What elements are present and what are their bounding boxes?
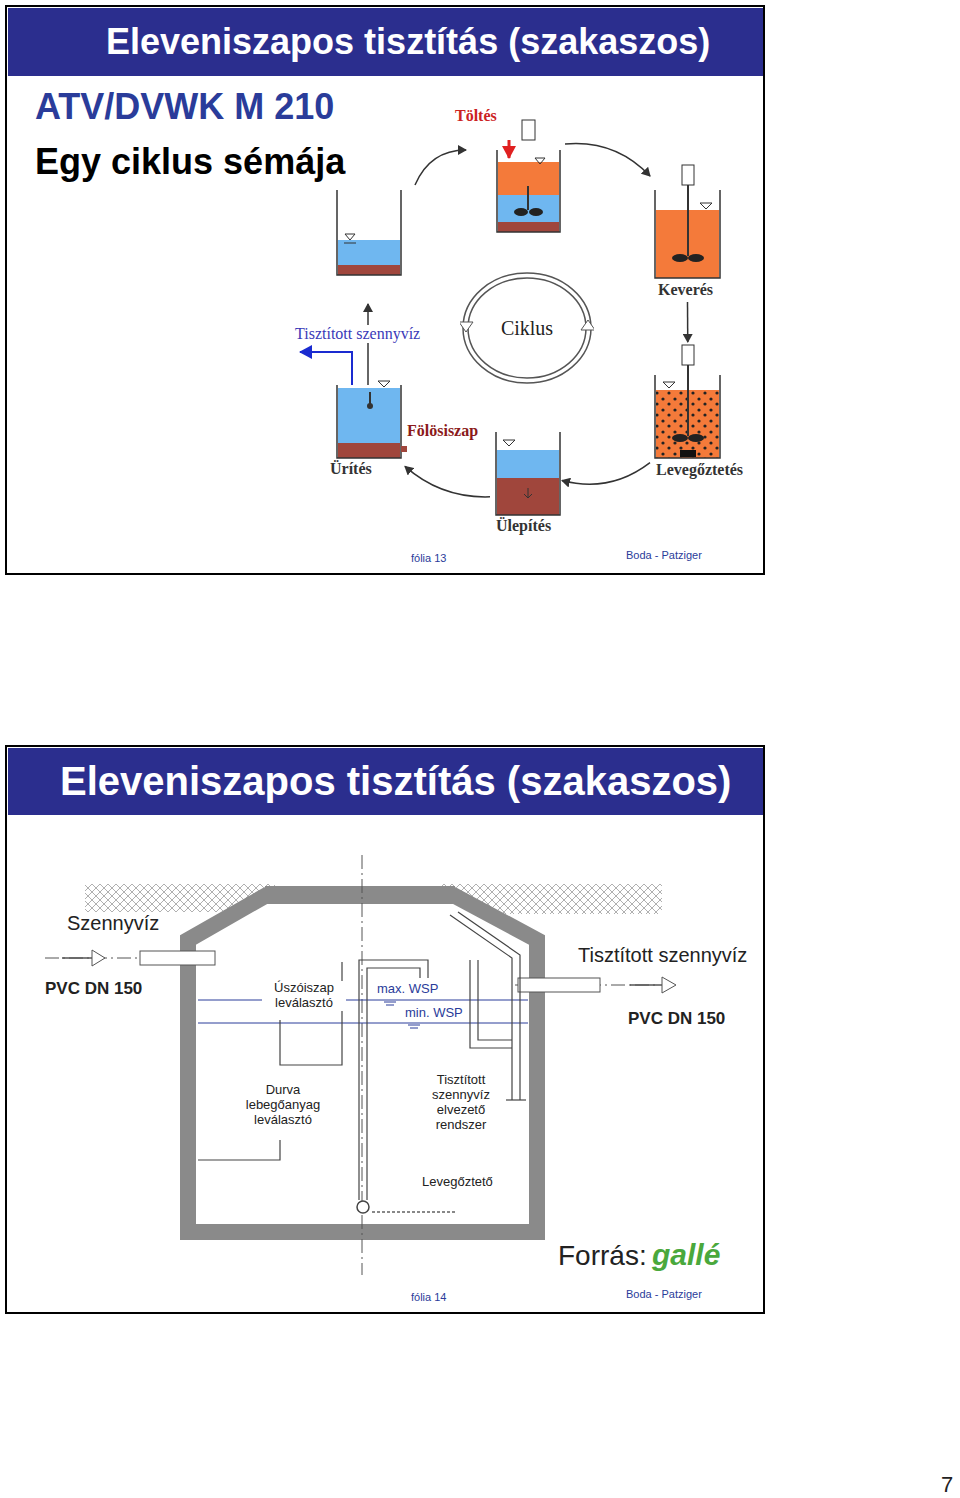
stage-label: Ülepítés [496, 517, 551, 535]
text-label: gallé [652, 1238, 720, 1273]
title-bar: Eleveniszapos tisztítás (szakaszos) [8, 8, 763, 76]
slide-title: Eleveniszapos tisztítás (szakaszos) [60, 759, 731, 803]
text-label: Tisztított szennyvíz [578, 944, 747, 967]
text-label: Egy ciklus sémája [35, 141, 345, 182]
stage-label: Keverés [658, 281, 713, 299]
text-label: Forrás: [558, 1240, 647, 1272]
cycle-label: Ciklus [501, 317, 553, 340]
stage-node: Ürítés [326, 378, 405, 482]
text-label: fólia 13 [411, 552, 446, 565]
text-label: Durva lebegőanyag leválasztó [238, 1083, 328, 1128]
text-label: ATV/DVWK M 210 [35, 86, 334, 127]
stage-label: Ürítés [330, 460, 372, 478]
stage-label: Töltés [455, 107, 497, 125]
cycle-circle: Ciklus [460, 270, 594, 386]
title-bar: Eleveniszapos tisztítás (szakaszos) [8, 748, 763, 815]
cycle-arrow [687, 302, 689, 342]
text-label: 7 [941, 1472, 953, 1497]
text-label: Tisztított szennyvíz [293, 325, 422, 343]
stage-node: Töltés [450, 105, 565, 235]
text-label: Levegőztető [422, 1175, 493, 1190]
text-label: Szennyvíz [67, 912, 159, 935]
text-label: Úszóiszap leválasztó [262, 981, 346, 1011]
text-label: Boda - Patziger [626, 549, 702, 562]
cycle-arrow [405, 466, 490, 496]
text-label: max. WSP [375, 982, 440, 997]
text-label: fólia 14 [411, 1291, 446, 1304]
text-label: PVC DN 150 [45, 979, 142, 999]
cycle-arrow [565, 143, 650, 176]
stage-node: Ülepítés [490, 432, 562, 540]
slide-title: Eleveniszapos tisztítás (szakaszos) [106, 21, 710, 62]
text-label: min. WSP [403, 1006, 465, 1021]
stage-label: Levegőztetés [656, 461, 743, 479]
stage-node: Keverés [650, 162, 725, 302]
text-label: Tisztított szennyvíz elvezető rendszer [425, 1073, 497, 1133]
stage-node: Levegőztetés [650, 342, 752, 484]
text-label: Boda - Patziger [626, 1288, 702, 1301]
text-label: Fölösiszap [407, 422, 478, 440]
text-label: PVC DN 150 [628, 1009, 725, 1029]
cycle-arrow [562, 463, 650, 485]
